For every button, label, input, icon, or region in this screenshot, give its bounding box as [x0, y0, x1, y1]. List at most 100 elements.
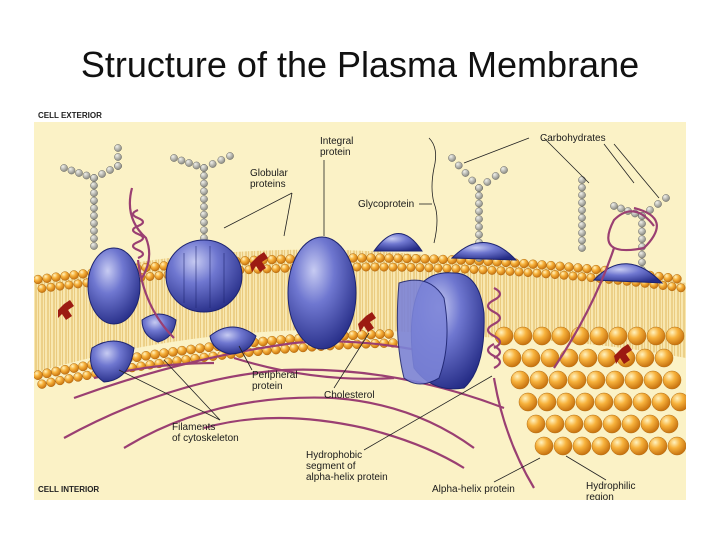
- lipid-head-large: [537, 392, 557, 412]
- lipid-head-large: [640, 414, 660, 434]
- lipid-head-large: [494, 326, 514, 346]
- lipid-head: [591, 264, 601, 275]
- lipid-head-large: [654, 348, 674, 368]
- carbohydrate-chain: [170, 152, 234, 242]
- lipid-head-large: [594, 392, 614, 412]
- lipid-head: [298, 342, 308, 353]
- lipid-head-large: [613, 392, 633, 412]
- slide-title: Structure of the Plasma Membrane: [80, 44, 640, 85]
- integral-protein-center: [287, 236, 357, 350]
- lipid-head-large: [548, 370, 568, 390]
- lipid-head: [42, 368, 52, 379]
- lipid-head: [348, 330, 358, 341]
- peripheral-protein-dome-1: [373, 233, 423, 252]
- lipid-head: [78, 269, 88, 279]
- lipid-head-large: [513, 326, 533, 346]
- lipid-head-large: [540, 348, 560, 368]
- label-cell-exterior: CELL EXTERIOR: [38, 111, 102, 120]
- lipid-head: [150, 262, 160, 272]
- lipid-head-large: [602, 414, 622, 434]
- lipid-head-large: [670, 392, 686, 412]
- cholesterol-molecules: [58, 252, 632, 364]
- lipid-head: [55, 281, 65, 291]
- lipid-head-large: [502, 348, 522, 368]
- label-hydrophobic-segment: Hydrophobic segment of alpha-helix prote…: [306, 450, 388, 483]
- lipid-head: [132, 352, 142, 363]
- lipid-head: [478, 265, 488, 275]
- lipid-head-large: [578, 348, 598, 368]
- lipid-head: [177, 345, 187, 356]
- label-cell-interior: CELL INTERIOR: [38, 485, 99, 494]
- lipid-head: [357, 253, 367, 263]
- lipid-head-large: [659, 414, 679, 434]
- lipid-head: [82, 370, 92, 381]
- lipid-head: [258, 336, 268, 347]
- lipid-head: [433, 263, 443, 273]
- lipid-head: [564, 262, 574, 272]
- lipid-head-large: [591, 436, 611, 456]
- lipid-head: [375, 253, 385, 263]
- label-peripheral-protein: Peripheral protein: [252, 370, 300, 392]
- lipid-head-large: [651, 392, 671, 412]
- lipid-head: [541, 269, 551, 279]
- alpha-helix-proteins: [128, 187, 658, 489]
- lipid-head: [546, 260, 556, 271]
- lipid-head: [78, 361, 88, 372]
- lipid-head: [555, 261, 565, 271]
- lipid-head: [393, 253, 403, 263]
- lipid-head: [73, 372, 83, 382]
- lipid-head: [204, 342, 214, 353]
- lipid-head: [352, 262, 362, 272]
- peripheral-protein-low-3: [209, 326, 257, 355]
- lipid-head: [375, 329, 385, 340]
- lipid-head: [64, 374, 74, 384]
- lipid-head: [60, 271, 70, 281]
- lipid-head: [280, 263, 290, 273]
- lipid-head: [240, 256, 250, 266]
- lipid-head: [667, 282, 677, 292]
- lipid-head: [397, 262, 407, 272]
- lipid-head: [672, 274, 682, 284]
- lipid-head: [559, 270, 569, 280]
- lipid-head: [451, 264, 461, 274]
- lipid-head: [379, 262, 389, 272]
- lipid-head: [469, 265, 479, 274]
- lipid-head-large: [627, 326, 647, 346]
- lipid-head: [37, 284, 47, 293]
- lipid-head: [55, 375, 65, 386]
- lipid-head-large: [586, 370, 606, 390]
- lipid-head: [537, 260, 547, 270]
- label-leader-lines: [118, 137, 660, 483]
- lipid-head: [487, 265, 497, 275]
- label-globular-proteins: Globular proteins: [250, 168, 291, 190]
- lipid-head: [280, 344, 290, 354]
- lipid-head: [415, 263, 425, 273]
- lipid-head-large: [526, 414, 546, 434]
- lipid-head-large: [635, 348, 655, 368]
- lipid-head: [271, 264, 281, 274]
- label-alpha-helix-protein: Alpha-helix protein: [432, 484, 515, 495]
- label-glycoprotein: Glycoprotein: [358, 199, 414, 210]
- lipid-head-large: [624, 370, 644, 390]
- lipid-head-large: [510, 370, 530, 390]
- cytoskeleton-filaments: [63, 340, 505, 469]
- lipid-head: [532, 268, 542, 278]
- lipid-head-large: [556, 392, 576, 412]
- lipid-head: [438, 254, 448, 265]
- lipid-head: [370, 262, 380, 272]
- lipid-head: [384, 253, 394, 263]
- lipid-head-large: [608, 326, 628, 346]
- integral-protein-left: [87, 247, 141, 325]
- lipid-head: [573, 263, 583, 273]
- lipid-head: [582, 264, 592, 274]
- lipid-head: [505, 266, 515, 276]
- lipid-head: [406, 263, 416, 272]
- lipid-head: [586, 273, 596, 283]
- lipid-head: [37, 379, 47, 389]
- label-carbohydrates: Carbohydrates: [540, 133, 606, 144]
- lipid-head: [366, 253, 376, 263]
- lipid-head: [42, 273, 52, 283]
- lipid-head-large: [518, 392, 538, 412]
- lipid-head: [69, 363, 79, 373]
- label-filaments-of-cytoskeleton: Filaments of cytoskeleton: [172, 422, 239, 444]
